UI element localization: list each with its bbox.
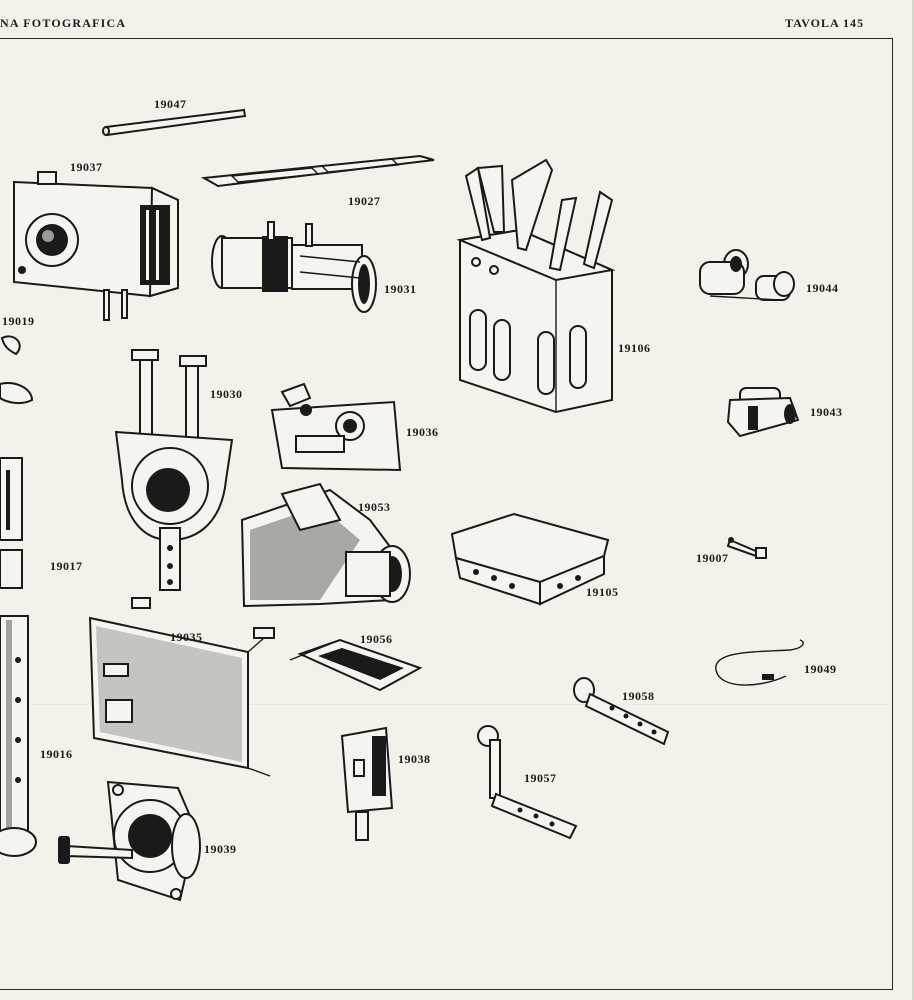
frame-rule-bottom (0, 989, 893, 990)
part-drawing-19058 (573, 677, 670, 746)
part-drawing-19019 (0, 335, 34, 405)
frame-rule-right (892, 38, 893, 990)
parts-illustration (0, 108, 804, 902)
part-drawing-19057 (477, 725, 578, 840)
part-drawing-19035 (88, 597, 275, 777)
part-label-19007: 19007 (696, 551, 729, 565)
part-label-19017: 19017 (50, 559, 83, 573)
part-drawing-19031 (211, 221, 377, 313)
part-label-19049: 19049 (804, 662, 837, 676)
part-drawing-19039 (58, 780, 201, 902)
part-label-19019: 19019 (2, 314, 35, 328)
plate-number: TAVOLA 145 (785, 16, 864, 30)
part-drawing-19053 (240, 482, 411, 608)
part-label-19030: 19030 (210, 387, 243, 401)
part-drawing-19007 (726, 537, 767, 559)
part-drawing-19038 (340, 726, 394, 841)
part-drawing-19044 (699, 249, 795, 301)
part-drawing-19043 (726, 387, 800, 438)
part-drawing-19105 (450, 512, 610, 606)
part-drawing-19017 (0, 457, 23, 589)
part-label-19037: 19037 (70, 160, 103, 174)
part-label-19056: 19056 (360, 632, 393, 646)
part-label-19105: 19105 (586, 585, 619, 599)
part-label-19057: 19057 (524, 771, 557, 785)
part-drawing-19106 (456, 158, 616, 414)
part-label-19027: 19027 (348, 194, 381, 208)
part-label-19039: 19039 (204, 842, 237, 856)
part-label-19031: 19031 (384, 282, 417, 296)
part-label-19106: 19106 (618, 341, 651, 355)
part-label-19043: 19043 (810, 405, 843, 419)
part-drawing-19037 (13, 171, 179, 321)
part-drawing-19056 (289, 638, 423, 692)
part-drawing-19049 (715, 639, 804, 686)
part-drawing-19047 (102, 108, 247, 137)
part-label-19058: 19058 (622, 689, 655, 703)
part-label-19053: 19053 (358, 500, 391, 514)
part-label-19016: 19016 (40, 747, 73, 761)
part-label-19035: 19035 (170, 630, 203, 644)
part-label-19038: 19038 (398, 752, 431, 766)
part-label-19036: 19036 (406, 425, 439, 439)
part-drawing-19016 (0, 615, 37, 857)
part-label-19047: 19047 (154, 97, 187, 111)
part-drawing-19027 (200, 154, 435, 188)
frame-rule-top (0, 38, 892, 39)
part-label-19044: 19044 (806, 281, 839, 295)
page-fold-crease (0, 704, 892, 706)
running-header-title: NA FOTOGRAFICA (0, 16, 127, 30)
part-drawing-19030 (114, 349, 234, 591)
part-drawing-19036 (270, 382, 402, 472)
